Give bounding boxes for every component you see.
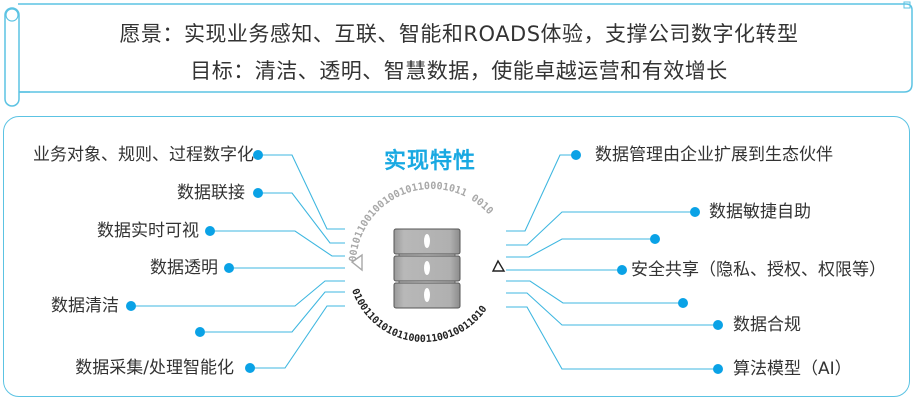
connector-right-3	[506, 238, 655, 258]
connector-right-2	[506, 211, 695, 246]
vision-goal-banner: 愿景：实现业务感知、互联、智能和ROADS体验，支撑公司数字化转型 目标：清洁、…	[0, 0, 918, 110]
vision-label: 愿景：	[119, 22, 184, 46]
bullet-dot-right-2	[690, 207, 700, 217]
feature-left-5: 数据清洁	[51, 296, 119, 316]
connector-right-5	[506, 280, 682, 304]
connector-right-7	[506, 306, 715, 370]
bullet-dot-left-1	[253, 150, 263, 160]
arrow-right-icon	[491, 259, 506, 272]
bullet-dot-right-3	[650, 234, 660, 244]
bullet-dot-right-6	[713, 320, 723, 330]
connector-left-1	[258, 154, 345, 230]
feature-right-7: 算法模型（AI）	[733, 359, 852, 379]
bullet-dot-left-6	[195, 327, 205, 337]
feature-left-7: 数据采集/处理智能化	[75, 358, 234, 378]
connector-left-2	[258, 192, 345, 244]
connector-left-3	[210, 230, 345, 257]
vision-text: 实现业务感知、互联、智能和ROADS体验，支撑公司数字化转型	[183, 22, 799, 46]
panel-title: 实现特性	[383, 149, 476, 174]
bullet-dot-left-7	[245, 363, 255, 373]
feature-right-4: 安全共享（隐私、授权、权限等）	[631, 260, 886, 280]
bullet-dot-left-5	[126, 301, 136, 311]
feature-right-1: 数据管理由企业扩展到生态伙伴	[595, 145, 833, 165]
bullet-dot-left-2	[253, 188, 263, 198]
feature-left-2: 数据联接	[177, 183, 245, 203]
feature-right-6: 数据合规	[733, 315, 801, 335]
feature-left-3: 数据实时可视	[97, 221, 199, 241]
feature-left-1: 业务对象、规则、过程数字化	[33, 145, 254, 165]
arrow-left-icon	[350, 253, 363, 272]
connector-left-7	[250, 305, 345, 369]
bullet-dot-right-4	[617, 265, 627, 275]
feature-right-2: 数据敏捷自助	[709, 202, 811, 222]
connector-left-6	[205, 291, 345, 333]
connector-left-5	[132, 280, 345, 307]
connector-right-6	[506, 292, 715, 326]
vision-line: 愿景：实现业务感知、互联、智能和ROADS体验，支撑公司数字化转型	[0, 18, 918, 48]
scroll-frame	[4, 1, 913, 107]
bullet-dot-right-1	[571, 150, 581, 160]
goal-text: 清洁、透明、智慧数据，使能卓越运营和有效增长	[254, 59, 728, 83]
connector-right-1	[506, 154, 575, 232]
features-panel	[3, 116, 910, 397]
bullet-dot-right-5	[678, 298, 688, 308]
bullet-dot-right-7	[713, 364, 723, 374]
goal-line: 目标：清洁、透明、智慧数据，使能卓越运营和有效增长	[0, 55, 918, 85]
feature-left-4: 数据透明	[150, 258, 218, 278]
database-server-icon	[393, 228, 461, 309]
bullet-dot-left-4	[224, 263, 234, 273]
goal-label: 目标：	[190, 59, 255, 83]
bullet-dot-left-3	[205, 226, 215, 236]
